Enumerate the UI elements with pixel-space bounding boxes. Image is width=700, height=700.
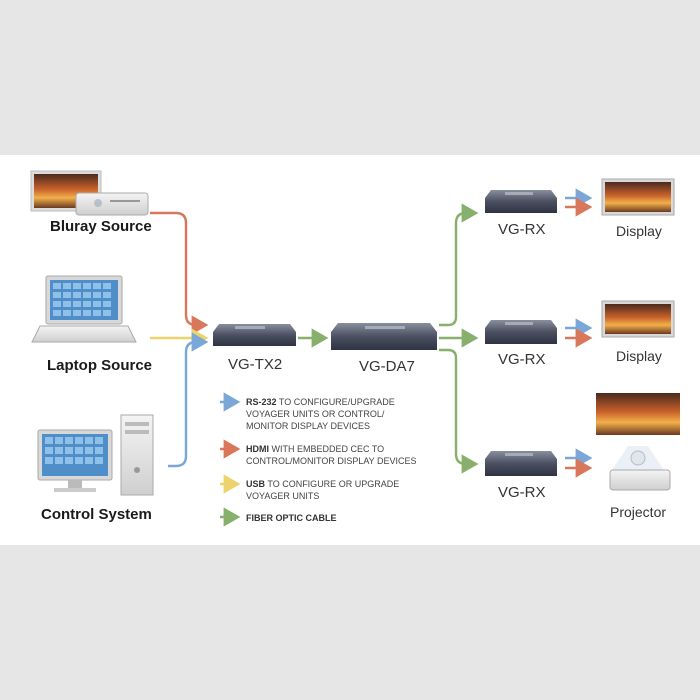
voyager-unit-icon bbox=[213, 324, 296, 346]
display-icon bbox=[601, 178, 675, 216]
rx1-label: VG-RX bbox=[498, 221, 546, 238]
legend-usb-line1: TO CONFIGURE OR UPGRADE bbox=[265, 479, 400, 489]
display2-label: Display bbox=[616, 348, 662, 364]
laptop-source-label: Laptop Source bbox=[47, 357, 153, 374]
legend-fiber-key: FIBER OPTIC CABLE bbox=[246, 513, 337, 523]
display-icon bbox=[601, 300, 675, 338]
projector-icon bbox=[596, 393, 680, 491]
legend-rs232-key: RS-232 bbox=[246, 397, 277, 407]
legend-hdmi: HDMI WITH EMBEDDED CEC TO CONTROL/MONITO… bbox=[246, 443, 417, 467]
bluray-player-icon bbox=[30, 170, 149, 216]
legend-usb-line2: VOYAGER UNITS bbox=[246, 491, 320, 501]
desktop-computer-icon bbox=[37, 414, 154, 496]
legend-rs232-line3: MONITOR DISPLAY DEVICES bbox=[246, 421, 371, 431]
rs232-cable-control bbox=[168, 332, 209, 468]
bluray-source-label: Bluray Source bbox=[50, 218, 152, 235]
hdmi-cable-bluray bbox=[150, 211, 209, 335]
tx-label: VG-TX2 bbox=[228, 356, 283, 373]
legend-hdmi-line2: CONTROL/MONITOR DISPLAY DEVICES bbox=[246, 456, 417, 466]
voyager-unit-icon bbox=[485, 190, 557, 213]
legend-rs232-line2: VOYAGER UNITS OR CONTROL/ bbox=[246, 409, 385, 419]
control-system-label: Control System bbox=[41, 506, 152, 523]
rx3-label: VG-RX bbox=[498, 484, 546, 501]
legend-usb: USB TO CONFIGURE OR UPGRADE VOYAGER UNIT… bbox=[246, 478, 399, 502]
voyager-unit-icon bbox=[485, 451, 557, 476]
legend-hdmi-key: HDMI bbox=[246, 444, 269, 454]
voyager-unit-icon bbox=[331, 323, 437, 350]
legend-fiber: FIBER OPTIC CABLE bbox=[246, 512, 337, 524]
fiber-cable-rx1 bbox=[439, 203, 479, 327]
fiber-cable-rx3 bbox=[439, 348, 479, 474]
legend-rs232-line1: TO CONFIGURE/UPGRADE bbox=[276, 397, 395, 407]
rx2-label: VG-RX bbox=[498, 351, 546, 368]
legend-rs232: RS-232 TO CONFIGURE/UPGRADE VOYAGER UNIT… bbox=[246, 396, 395, 432]
voyager-unit-icon bbox=[485, 320, 557, 344]
display1-label: Display bbox=[616, 223, 662, 239]
legend-usb-key: USB bbox=[246, 479, 266, 489]
legend-hdmi-line1: WITH EMBEDDED CEC TO bbox=[269, 444, 385, 454]
laptop-icon bbox=[31, 275, 137, 343]
projector-label: Projector bbox=[610, 504, 667, 520]
da-label: VG-DA7 bbox=[359, 358, 415, 375]
